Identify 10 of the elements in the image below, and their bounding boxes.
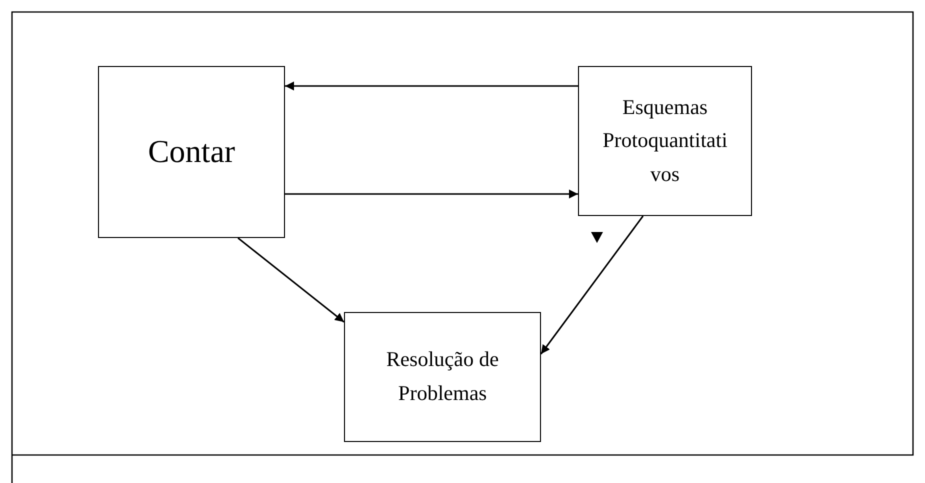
arrow [285, 82, 578, 90]
arrow [238, 237, 344, 323]
node-label: Contar [148, 132, 236, 172]
node-label: Esquemas Protoquantitati vos [602, 94, 728, 188]
process-box [98, 66, 285, 238]
arrow [540, 216, 644, 354]
process-box [578, 66, 752, 216]
arrow [285, 190, 578, 198]
node-label: Resolução de Problemas [385, 346, 500, 407]
process-box [344, 312, 541, 442]
